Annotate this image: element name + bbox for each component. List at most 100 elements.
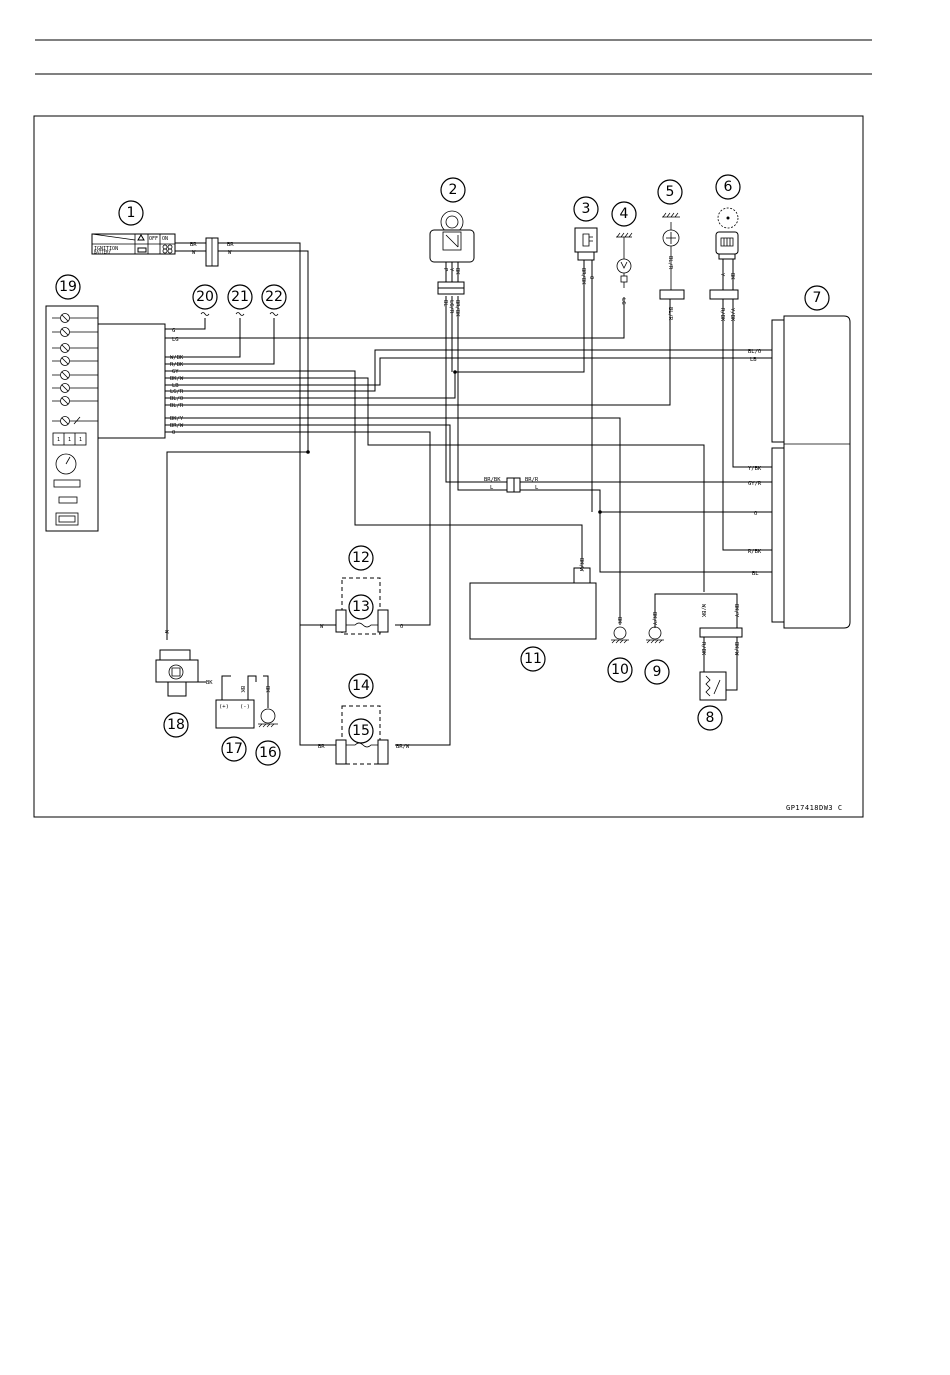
ground-10 [611,626,629,644]
meter-wire-lg: LG [172,337,179,343]
meter-wire-blr: BL/R [170,403,184,409]
svg-text:19: 19 [59,279,77,295]
svg-text:1: 1 [127,205,136,221]
label-c5-blr2: BL/R [667,307,673,321]
label-c18-bk: BK [206,680,213,686]
label-c16-bk: BK [264,686,270,693]
meter-unit: 1 1 1 [45,305,166,532]
ecu-wire-lb: LB [750,357,757,363]
wire-network [165,242,772,746]
on-position-label: ON [162,236,168,242]
svg-text:5: 5 [666,184,675,200]
callout-6: 6 [715,174,741,200]
starter-relay-18 [155,649,206,697]
label-c2-y: Y [448,268,454,272]
meter-wire-gy: GY [172,369,179,375]
svg-text:4: 4 [620,206,629,222]
sensor-8 [699,627,743,701]
label-c17-bk: BK [239,686,245,693]
indicator-lamps [52,313,98,426]
callout-20: 20 [192,284,218,310]
lamp-4 [616,232,633,288]
label-f13-w: W [320,624,324,630]
label-f13-o: O [400,624,403,630]
svg-text:15: 15 [352,723,370,739]
label-j-l1: L [490,485,494,491]
label-batt-minus: (-) [240,704,250,710]
ignition-row-label: IGNITION [94,246,118,252]
diagram-frame [33,115,864,818]
battery-17 [215,675,257,729]
svg-text:18: 18 [167,717,185,733]
meter-wire-rbk: R/BK [170,362,184,368]
callout-2: 2 [440,177,466,203]
sensor-3 [574,227,598,261]
svg-text:11: 11 [524,651,542,667]
ecu-wire-o: O [754,511,757,517]
callout-22: 22 [261,284,287,310]
label-c6-bk: BK [729,273,735,280]
svg-text:22: 22 [265,289,283,305]
svg-text:6: 6 [724,179,733,195]
svg-text:21: 21 [231,289,249,305]
label-c18-w: W [163,630,169,634]
label-sw-w1: W [192,250,196,256]
callout-1: 1 [118,200,144,226]
callout-15: 15 [348,718,374,744]
inline-connector [506,477,521,493]
callout-11: 11 [520,646,546,672]
callout-21: 21 [227,284,253,310]
meter-wire-lgr: LG/R [170,389,184,395]
battery-row-label: BATTERY [94,250,111,255]
svg-text:20: 20 [196,289,214,305]
callout-16: 16 [255,740,281,766]
callout-17: 17 [221,736,247,762]
svg-text:10: 10 [611,662,629,678]
callout-19: 19 [55,274,81,300]
ecu-7 [771,315,851,629]
meter-wire-brw: BR/W [170,423,184,429]
svg-text:7: 7 [813,290,822,306]
meter-wire-o: O [172,430,175,436]
callout-3: 3 [573,196,599,222]
svg-text:16: 16 [259,745,277,761]
ecu-wire-blo: BL/O [748,349,761,355]
callout-7: 7 [804,285,830,311]
junction-dots [306,370,602,514]
label-c8-wbk: W/BK [700,604,706,618]
meter-small-label-3: 1 [79,437,82,443]
label-c2-brbk: BR/BK [454,300,460,317]
callout-13: 13 [348,594,374,620]
module-11 [469,567,597,640]
ecu-wire-bl: BL [752,571,759,577]
ground-16 [258,675,278,728]
meter-wire-blo: BL/O [170,396,183,402]
label-c6-rbk: R/BK [719,308,725,322]
callout-14: 14 [348,673,374,699]
label-c5-blr1: BL/R [667,256,673,270]
ecu-wire-rbk: R/BK [748,549,762,555]
svg-text:2: 2 [449,182,458,198]
label-c3-brbk: BR/BK [580,268,586,285]
label-c8-bky: BK/Y [733,604,739,618]
sensor-2 [429,210,475,295]
label-c11-bkw: BK/W [578,558,584,572]
fuse-15 [335,705,389,765]
label-c2-lgr: LG/R [448,300,454,314]
ecu-wire-ybk: Y/BK [748,466,762,472]
ignition-switch: IGNITION BATTERY OFF ON [91,233,219,267]
label-c8-bkw: BK/W [733,642,739,656]
label-batt-plus: (+) [219,704,229,710]
callout-12: 12 [348,545,374,571]
label-c2-bl: BL [442,300,448,307]
svg-text:17: 17 [225,741,243,757]
meter-wire-bkw: BK/W [170,376,184,382]
meter-wire-wbk: W/BK [170,355,184,361]
meter-small-label-2: 1 [68,437,71,443]
label-c9-bky: BK/Y [651,612,657,626]
figure-code: GP17418DW3 C [786,804,843,812]
label-c6-ybk: Y/BK [729,308,735,322]
meter-wire-g: G [172,328,175,334]
label-c8-rbk: R/BK [700,642,706,656]
